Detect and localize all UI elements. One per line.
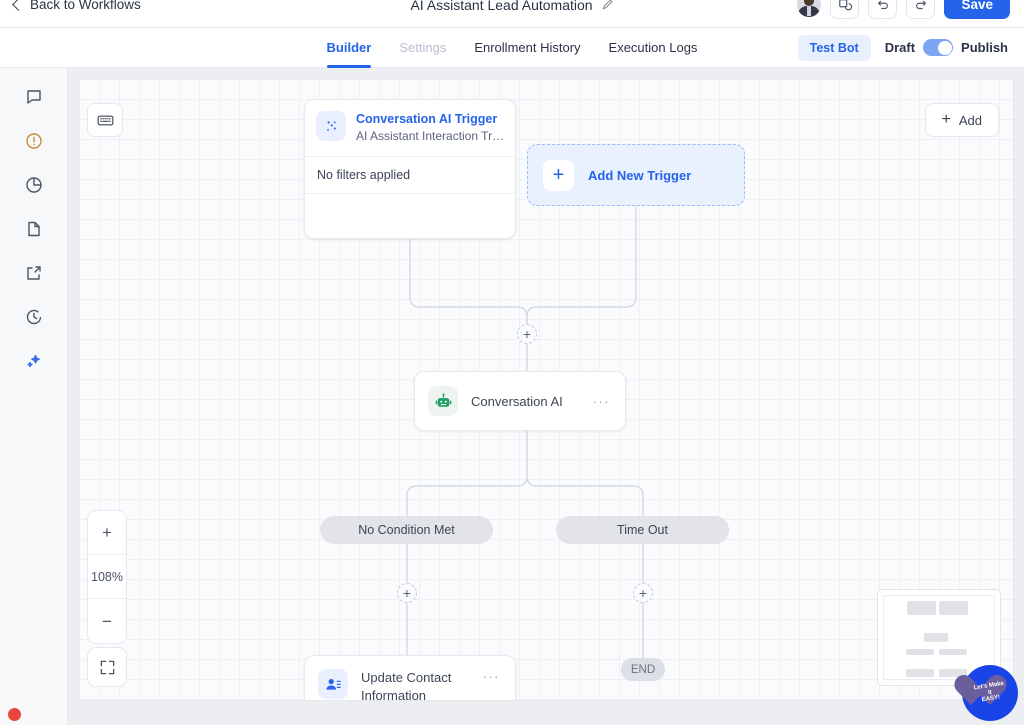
document-icon[interactable] (23, 218, 45, 240)
window-close-dot[interactable] (8, 708, 21, 721)
tab-execution-logs[interactable]: Execution Logs (608, 40, 698, 55)
left-rail (0, 68, 68, 725)
conversation-ai-label: Conversation AI (471, 393, 563, 409)
tab-enrollment-history[interactable]: Enrollment History (474, 40, 581, 55)
top-bar: Back to Workflows AI Assistant Lead Auto… (0, 0, 1024, 28)
redo-icon[interactable] (906, 0, 936, 19)
add-new-trigger-button[interactable]: + Add New Trigger (527, 144, 745, 206)
toggle-knob (937, 40, 952, 55)
add-step-plus-left[interactable]: + (397, 583, 417, 603)
trigger-subtitle: AI Assistant Interaction Trig... (356, 128, 506, 143)
end-node: END (621, 658, 665, 681)
connector-wires (406, 206, 644, 658)
add-button-label: Add (958, 112, 982, 128)
history-clock-icon[interactable] (23, 306, 45, 328)
tab-bar: Builder Settings Enrollment History Exec… (0, 28, 1024, 68)
node-menu-icon[interactable]: ··· (482, 669, 500, 684)
minimap-block (939, 600, 968, 616)
undo-icon[interactable] (868, 0, 898, 19)
chevron-left-icon (12, 0, 25, 11)
draft-label: Draft (884, 40, 916, 55)
copy-icon[interactable] (830, 0, 860, 19)
fit-to-screen-icon[interactable] (87, 647, 127, 687)
pie-chart-icon[interactable] (23, 174, 45, 196)
add-step-plus-main[interactable]: + (517, 324, 537, 344)
tab-builder[interactable]: Builder (326, 28, 371, 68)
minimap[interactable] (877, 589, 1001, 686)
node-menu-icon[interactable]: ··· (592, 393, 610, 409)
test-bot-button[interactable]: Test Bot (797, 34, 871, 61)
zoom-in-button[interactable]: + (88, 511, 126, 555)
node-conversation-ai[interactable]: Conversation AI ··· (414, 371, 626, 431)
robot-icon (428, 386, 458, 416)
publish-toggle[interactable] (923, 39, 954, 56)
minimap-block (906, 649, 934, 655)
workflow-canvas[interactable]: Conversation AI Trigger AI Assistant Int… (78, 78, 1014, 701)
node-conversation-ai-trigger[interactable]: Conversation AI Trigger AI Assistant Int… (304, 99, 516, 239)
avatar[interactable] (797, 0, 822, 17)
trigger-header: Conversation AI Trigger AI Assistant Int… (305, 100, 515, 156)
lets-make-it-easy-badge[interactable]: Let's Make It EASY! (950, 665, 1018, 721)
tab-settings[interactable]: Settings (399, 40, 447, 55)
update-contact-label: Update Contact Information (361, 670, 452, 701)
minimap-block (923, 632, 948, 642)
trigger-footer (305, 194, 515, 222)
back-to-workflows-label: Back to Workflows (30, 0, 141, 12)
zoom-controls: + 108% − (87, 510, 127, 644)
add-button[interactable]: + Add (924, 103, 999, 137)
sparkles-icon[interactable] (23, 350, 45, 372)
add-step-plus-right[interactable]: + (633, 583, 653, 603)
trigger-title: Conversation AI Trigger (356, 112, 498, 126)
contact-icon (318, 669, 348, 699)
plus-icon: + (543, 159, 574, 191)
external-link-icon[interactable] (23, 262, 45, 284)
chat-icon[interactable] (23, 86, 45, 108)
tab-bar-actions: Test Bot Draft Publish (797, 34, 1008, 61)
minimap-block (906, 669, 934, 677)
minimap-block (939, 669, 967, 677)
badge-text: Let's Make It EASY! (958, 661, 1022, 725)
divider (305, 192, 515, 194)
trigger-texts: Conversation AI Trigger AI Assistant Int… (356, 111, 506, 145)
alert-icon[interactable] (23, 130, 45, 152)
node-update-contact-information[interactable]: Update Contact Information ··· (304, 655, 516, 701)
minimap-block (907, 600, 936, 616)
zoom-level-label[interactable]: 108% (88, 555, 126, 599)
pencil-icon[interactable] (601, 0, 614, 11)
minimap-block (939, 649, 967, 655)
canvas-shell: Conversation AI Trigger AI Assistant Int… (68, 68, 1024, 725)
back-to-workflows-link[interactable]: Back to Workflows (12, 0, 141, 12)
badge-line-3: EASY! (981, 694, 1001, 704)
divider (305, 155, 515, 157)
top-bar-actions: Save (797, 0, 1010, 19)
add-new-trigger-label: Add New Trigger (588, 167, 692, 183)
draft-publish-toggle-group: Draft Publish (885, 39, 1008, 56)
minimap-viewport (883, 595, 995, 680)
keyboard-shortcuts-icon[interactable] (87, 103, 123, 137)
trigger-filters-text: No filters applied (317, 167, 411, 182)
save-button[interactable]: Save (944, 0, 1010, 19)
publish-label: Publish (961, 40, 1008, 55)
plus-icon: + (941, 111, 951, 128)
page-title: AI Assistant Lead Automation (410, 0, 593, 13)
canvas-inner: Conversation AI Trigger AI Assistant Int… (79, 79, 1013, 700)
zoom-out-button[interactable]: − (102, 611, 112, 631)
branch-label-no-condition-met: No Condition Met (320, 516, 493, 544)
tab-list: Builder Settings Enrollment History Exec… (326, 28, 698, 68)
ai-sparkle-icon (316, 111, 346, 141)
branch-label-time-out: Time Out (556, 516, 729, 544)
